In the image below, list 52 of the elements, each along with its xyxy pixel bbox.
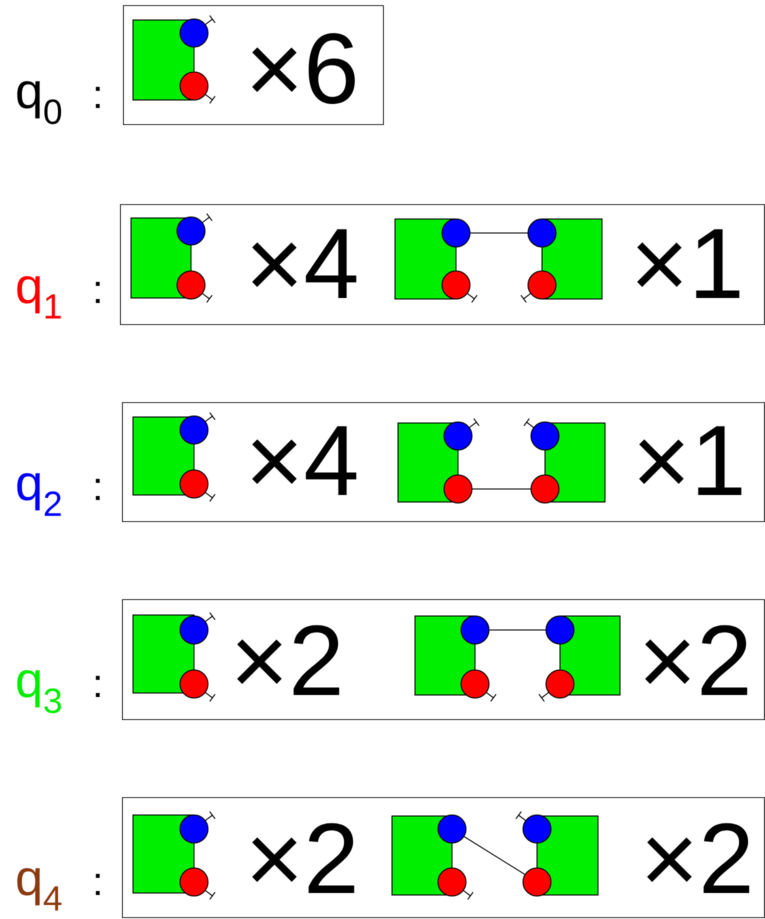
colon: : [96, 874, 100, 895]
connector-line [474, 644, 476, 670]
multiplier-text: ×2 [645, 625, 748, 695]
terminal-circle [442, 270, 470, 300]
row-label: q$_{4}$ [17, 868, 62, 910]
multiplier-text: ×4 [252, 426, 356, 495]
terminal-circle [522, 868, 552, 896]
terminal-circle [444, 422, 472, 450]
terminal-circle [180, 670, 208, 698]
terminal-circle [530, 474, 560, 504]
colon: : [96, 478, 100, 500]
connector-line [470, 232, 528, 234]
terminal-circle [444, 474, 472, 504]
terminal-circle [180, 616, 208, 644]
terminal-circle [438, 868, 466, 896]
multiplier-text: ×2 [647, 823, 750, 893]
row-label: q$_{3}$ [17, 670, 61, 714]
connector-line [544, 450, 546, 475]
terminal-circle [438, 814, 466, 844]
terminal-circle [180, 868, 208, 896]
multiplier-text: ×1 [637, 229, 740, 298]
row-label: q$_{1}$ [17, 276, 61, 318]
terminal-circle [180, 416, 208, 444]
connector-line [190, 245, 192, 271]
colon: : [96, 86, 100, 108]
multiplier-text: ×6 [252, 33, 355, 104]
connector-line [472, 488, 531, 490]
terminal-circle [442, 218, 470, 248]
multiplier-text: ×2 [237, 625, 340, 695]
terminal-circle [176, 270, 206, 300]
terminal-circle [180, 18, 208, 48]
terminal-circle [528, 218, 556, 248]
terminal-circle [460, 616, 490, 644]
colon: : [96, 676, 100, 697]
row-label: q$_{2}$ [17, 473, 61, 516]
multiplier-text: ×4 [252, 229, 356, 298]
terminal-circle [180, 72, 208, 100]
terminal-circle [546, 616, 574, 644]
terminal-circle [530, 422, 560, 450]
connector-line [464, 836, 526, 875]
terminal-circle [460, 670, 490, 698]
multiplier-text: ×1 [639, 426, 742, 495]
multiplier-text: ×2 [252, 823, 354, 893]
terminal-circle [176, 216, 206, 246]
terminal-circle [180, 470, 208, 498]
colon: : [96, 282, 100, 303]
row-label: q$_{0}$ [17, 81, 62, 124]
terminal-circle [522, 814, 552, 844]
terminal-circle [528, 270, 556, 300]
terminal-circle [180, 814, 208, 844]
terminal-circle [546, 670, 574, 698]
connector-line [536, 843, 538, 868]
